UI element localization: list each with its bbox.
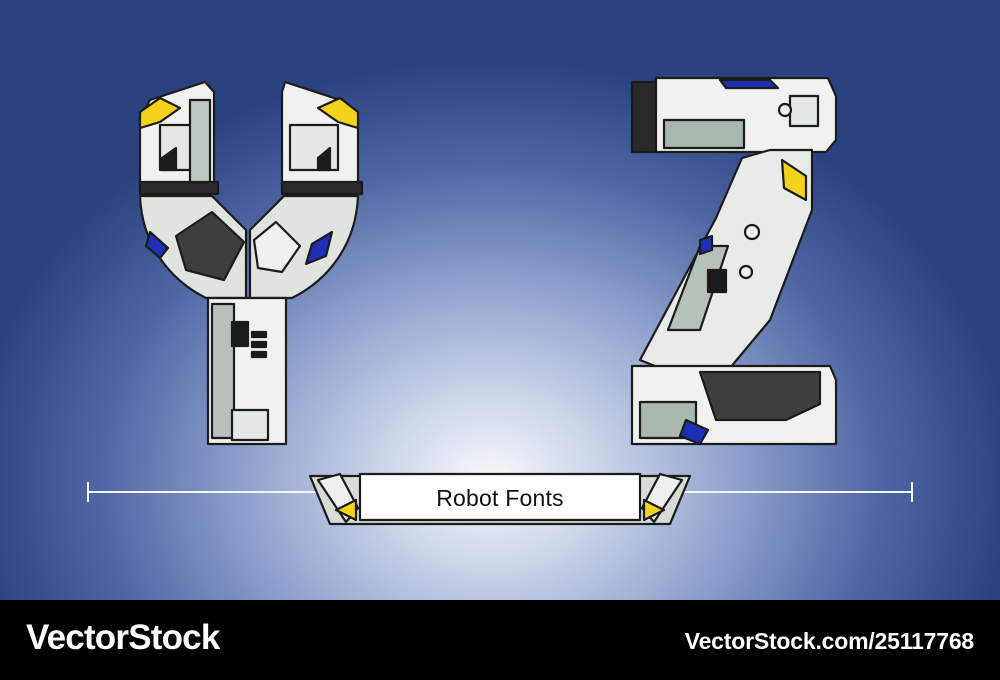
artwork-stage: Robot Fonts (0, 0, 1000, 600)
stock-id-text: VectorStock.com/25117768 (684, 628, 974, 654)
brand-logo-text: VectorStock (26, 618, 220, 657)
robot-letter-y (138, 80, 364, 446)
robot-letters-illustration (87, 76, 913, 526)
banner-title: Robot Fonts (436, 484, 564, 511)
robot-letter-z (630, 76, 838, 446)
watermark-footer (0, 600, 1000, 680)
title-banner-frame (308, 472, 692, 526)
